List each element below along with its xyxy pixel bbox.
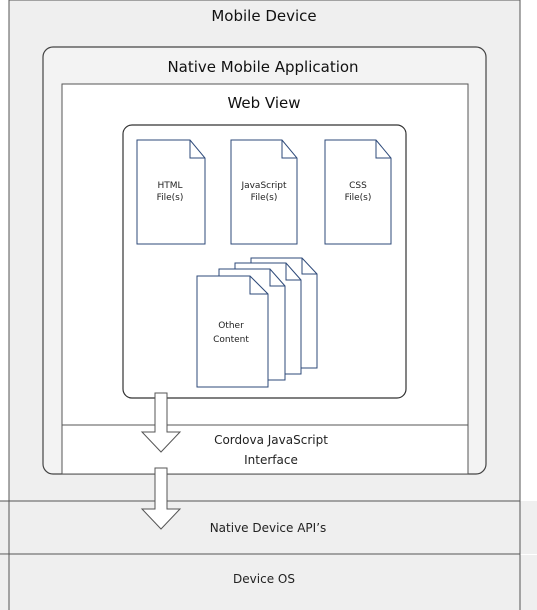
html-file-label-line1: HTML [157, 181, 182, 191]
javascript-file-label-line2: File(s) [251, 193, 278, 203]
html-file-icon: HTML File(s) [136, 139, 206, 245]
native-device-api-layer [0, 501, 537, 554]
cordova-interface-box [61, 424, 469, 475]
other-content-stack-icon: Other Content [196, 257, 318, 388]
html-file-label-line2: File(s) [157, 193, 184, 203]
css-file-label-line1: CSS [349, 181, 367, 191]
javascript-file-label-line1: JavaScript [240, 181, 287, 191]
css-file-label-line2: File(s) [345, 193, 372, 203]
device-os-label: Device OS [233, 572, 295, 586]
cordova-label-line1: Cordova JavaScript [214, 433, 328, 447]
css-file-icon: CSS File(s) [324, 139, 392, 245]
arrow-down-icon [140, 467, 182, 530]
device-os-layer [0, 555, 537, 610]
other-content-label-line2: Content [213, 335, 249, 345]
native-device-api-label: Native Device API’s [210, 521, 327, 535]
cordova-label-line2: Interface [244, 453, 298, 467]
arrow-down-icon [140, 392, 182, 453]
web-view-title: Web View [227, 94, 300, 112]
other-content-label-line1: Other [218, 321, 244, 331]
javascript-file-icon: JavaScript File(s) [230, 139, 298, 245]
native-app-title: Native Mobile Application [167, 58, 358, 76]
mobile-device-title: Mobile Device [211, 7, 316, 25]
